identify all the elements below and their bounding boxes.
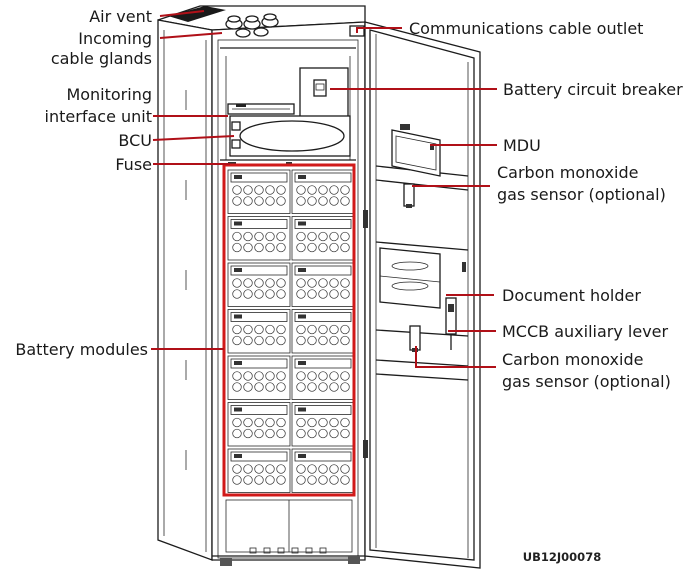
cabinet-foot (348, 556, 360, 564)
mdu-label: MDU (503, 136, 541, 155)
mccb-auxiliary-lever-label: MCCB auxiliary lever (502, 322, 669, 341)
battery-module (227, 309, 291, 354)
co-sensor-bottom-label-line1: Carbon monoxide (502, 350, 643, 369)
callout-labels: Air vent Incoming cable glands Monitorin… (15, 7, 683, 564)
battery-module (291, 448, 355, 493)
cable-glands (225, 13, 279, 38)
co-sensor-top-label-line2: gas sensor (optional) (497, 185, 666, 204)
battery-module (227, 262, 291, 307)
battery-module-grid (227, 169, 355, 493)
battery-module (227, 448, 291, 493)
battery-module (227, 169, 291, 214)
battery-cabinet-illustration (157, 5, 481, 569)
monitoring-interface-unit-label-line2: interface unit (45, 107, 152, 126)
battery-modules-label: Battery modules (15, 340, 148, 359)
incoming-cable-glands-label-line2: cable glands (51, 49, 152, 68)
battery-modules-highlight (222, 163, 356, 497)
cabinet-door (363, 21, 481, 569)
co-sensor-bottom-label-line2: gas sensor (optional) (502, 372, 671, 391)
cabinet-foot (220, 558, 232, 566)
comm-cable-outlet-label: Communications cable outlet (409, 19, 643, 38)
air-vent-slot (168, 6, 226, 22)
monitoring-unit (227, 103, 295, 115)
mccb-lever (445, 262, 466, 350)
battery-module (291, 355, 355, 400)
co-sensor-top-label-line1: Carbon monoxide (497, 163, 638, 182)
battery-module (291, 216, 355, 261)
air-vent-label: Air vent (89, 7, 152, 26)
figure-code: UB12J00078 (523, 550, 601, 564)
co-sensor-top (403, 183, 415, 207)
battery-module (227, 402, 291, 447)
fuse-label: Fuse (115, 155, 152, 174)
battery-module (227, 355, 291, 400)
monitoring-interface-unit-label-line1: Monitoring (66, 85, 152, 104)
document-holder-label: Document holder (502, 286, 641, 305)
battery-module (227, 216, 291, 261)
battery-module (291, 262, 355, 307)
battery-module (291, 169, 355, 214)
leader-lines (151, 10, 497, 368)
battery-circuit-breaker-label: Battery circuit breaker (503, 80, 683, 99)
incoming-cable-glands-label-line1: Incoming (78, 29, 152, 48)
bcu-unit (229, 115, 351, 157)
battery-module (291, 402, 355, 447)
battery-module (291, 309, 355, 354)
bcu-label: BCU (118, 131, 152, 150)
document-holder (379, 247, 441, 309)
mdu-unit (391, 124, 441, 177)
